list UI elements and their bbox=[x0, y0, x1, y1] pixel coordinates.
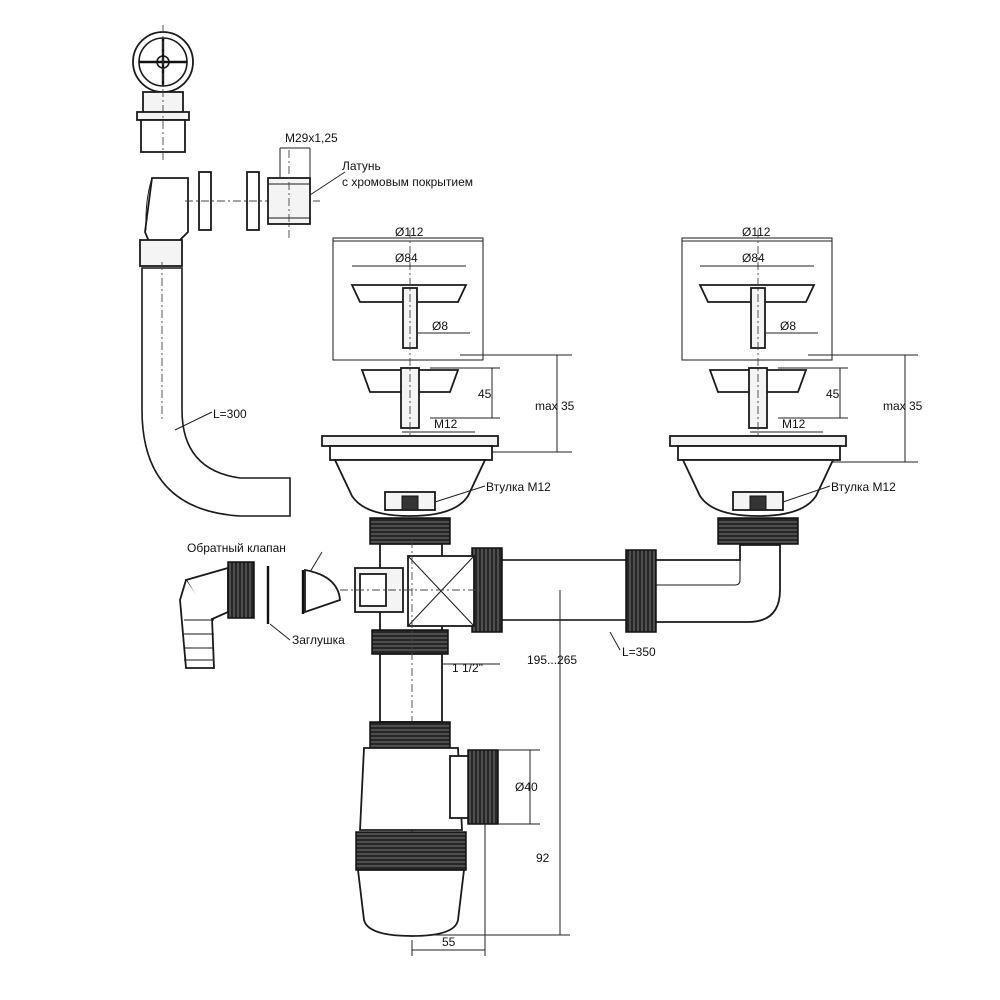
right-bushing-label: Втулка M12 bbox=[831, 480, 896, 494]
right-45-label: 45 bbox=[826, 387, 840, 401]
left-max35-label: max 35 bbox=[535, 399, 575, 413]
d40-label: Ø40 bbox=[515, 780, 538, 794]
downpipe: 1 1/2" bbox=[379, 540, 500, 950]
plug: Заглушка bbox=[266, 566, 345, 647]
overflow-gaskets bbox=[185, 171, 320, 231]
plug-label: Заглушка bbox=[292, 633, 345, 647]
dim92-label: 92 bbox=[536, 851, 550, 865]
brass-nipple bbox=[267, 150, 311, 240]
right-drain-body: Втулка M12 bbox=[669, 435, 896, 545]
thread-1-5-label: 1 1/2" bbox=[452, 661, 483, 675]
right-dims-height: 45 max 35 M12 bbox=[750, 354, 923, 463]
left-strainer-basket bbox=[332, 230, 484, 460]
thread-m29-label: M29x1,25 bbox=[285, 131, 338, 145]
side-hose-barb bbox=[179, 561, 255, 669]
left-m12-label: M12 bbox=[434, 417, 458, 431]
check-valve-label: Обратный клапан bbox=[187, 541, 286, 555]
thread-m29-dim: M29x1,25 bbox=[279, 131, 338, 178]
right-outlet-elbow bbox=[649, 544, 781, 623]
right-d112-label: Ø112 bbox=[742, 225, 771, 239]
left-bushing-label: Втулка M12 bbox=[486, 480, 551, 494]
overflow-elbow bbox=[139, 177, 189, 267]
check-valve: Обратный клапан bbox=[187, 541, 341, 614]
overflow-corrugated-hose bbox=[141, 262, 291, 517]
left-dims-top: Ø112 Ø84 Ø8 bbox=[333, 225, 483, 334]
overflow-hose-note: L=300 bbox=[174, 407, 247, 431]
connector-corrugated-hose: L=350 bbox=[471, 547, 657, 659]
left-d84-label: Ø84 bbox=[395, 251, 418, 265]
range-195-265-label: 195...265 bbox=[527, 653, 577, 667]
left-d8-label: Ø8 bbox=[432, 319, 448, 333]
connector-hose-label: L=350 bbox=[622, 645, 656, 659]
right-dims-top: Ø112 Ø84 Ø8 bbox=[682, 225, 832, 334]
left-drain-body: Втулка M12 bbox=[321, 435, 551, 545]
right-max35-label: max 35 bbox=[883, 399, 923, 413]
overflow-grate bbox=[132, 25, 194, 160]
central-tee bbox=[340, 543, 480, 655]
overflow-hose-label: L=300 bbox=[213, 407, 247, 421]
trap-dims: Ø40 92 195...265 55 bbox=[411, 590, 577, 956]
left-d112-label: Ø112 bbox=[395, 225, 424, 239]
left-dims-height: 45 max 35 M12 bbox=[402, 354, 575, 453]
dim55-label: 55 bbox=[442, 935, 456, 949]
brass-label-line2: с хромовым покрытием bbox=[342, 175, 473, 189]
right-d8-label: Ø8 bbox=[780, 319, 796, 333]
right-strainer-basket bbox=[681, 230, 833, 460]
brass-note: Латунь с хромовым покрытием bbox=[309, 159, 473, 196]
right-d84-label: Ø84 bbox=[742, 251, 765, 265]
brass-label-line1: Латунь bbox=[342, 159, 381, 173]
left-45-label: 45 bbox=[478, 387, 492, 401]
right-m12-label: M12 bbox=[782, 417, 806, 431]
bottle-trap bbox=[355, 721, 499, 937]
